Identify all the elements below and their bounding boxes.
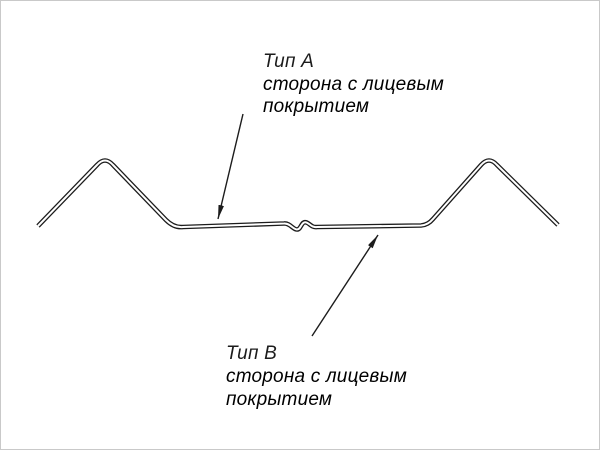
leader-line-type-b — [311, 234, 379, 337]
label-type-a-title: Тип А — [263, 51, 314, 72]
sheet-profile-core — [37, 159, 559, 231]
label-type-a: Тип А сторона с лицевым покрытием — [263, 51, 444, 117]
label-type-b: Тип В сторона с лицевым покрытием — [226, 343, 407, 410]
sheet-profile-outline — [36, 158, 560, 232]
label-type-a-line1: сторона с лицевым — [263, 74, 444, 95]
label-type-b-title: Тип В — [226, 343, 277, 364]
label-type-b-line1: сторона с лицевым — [226, 366, 407, 387]
label-type-b-line2: покрытием — [226, 389, 332, 410]
label-type-a-line2: покрытием — [263, 96, 369, 117]
leader-line-type-a — [217, 113, 244, 220]
